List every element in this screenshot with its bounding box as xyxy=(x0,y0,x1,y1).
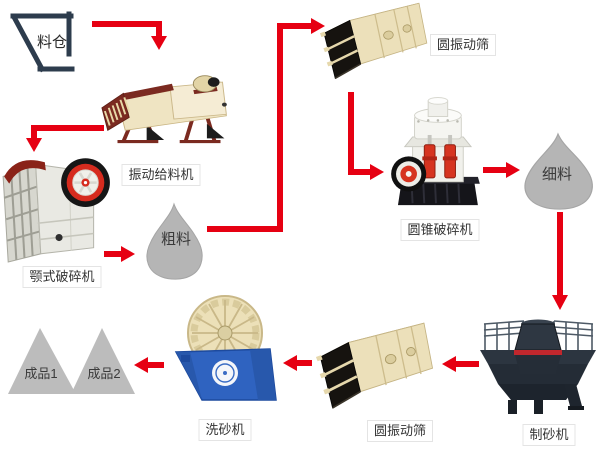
arrow-feeder-to-jaw xyxy=(31,125,104,139)
screen-top-label: 圆振动筛 xyxy=(429,34,497,57)
hopper-label: 料仓 xyxy=(36,34,68,51)
product-2-label: 成品2 xyxy=(87,366,121,381)
screen-bottom-label: 圆振动筛 xyxy=(366,420,434,443)
feeder-grizzly-bars xyxy=(103,97,131,126)
coarse-pile-label: 粗料 xyxy=(160,231,192,248)
sand-maker-illustration xyxy=(480,319,596,414)
arrow-screen-top-to-cone xyxy=(348,92,370,175)
vibrating-feeder-illustration xyxy=(101,75,227,144)
vibrating-screen-top-illustration xyxy=(319,2,428,80)
fine-pile-label: 细料 xyxy=(541,166,573,183)
hopper-silo-icon xyxy=(10,11,75,73)
arrow-heads xyxy=(26,18,568,373)
cone-hydraulic-cylinders xyxy=(422,134,458,179)
washer-tank xyxy=(174,348,277,401)
feeder-label: 振动给料机 xyxy=(121,164,201,187)
product-2-triangle xyxy=(71,328,135,394)
cone-bolts xyxy=(417,119,459,123)
cone-crusher-illustration xyxy=(391,96,480,206)
coarse-material-pile xyxy=(146,202,203,280)
fine-material-pile xyxy=(524,132,593,210)
sand-washer-label: 洗砂机 xyxy=(198,419,252,442)
product-piles xyxy=(8,328,135,394)
sand-washer-illustration xyxy=(174,295,277,401)
product-1-label: 成品1 xyxy=(24,366,58,381)
arrow-coarse-to-screen-top xyxy=(207,23,311,232)
sand-maker-label: 制砂机 xyxy=(522,424,576,447)
cone-base-ribs xyxy=(410,183,461,204)
cone-wheel xyxy=(391,156,427,192)
jaw-crusher-illustration xyxy=(2,158,110,263)
jaw-grid xyxy=(3,167,41,260)
arrow-hopper-to-feeder xyxy=(92,21,162,37)
jaw-flywheel xyxy=(61,158,110,208)
jaw-crusher-label: 颚式破碎机 xyxy=(22,266,102,289)
product-1-triangle xyxy=(8,328,76,394)
cone-crusher-label: 圆锥破碎机 xyxy=(400,219,480,242)
vibrating-screen-bottom-illustration xyxy=(315,322,434,409)
